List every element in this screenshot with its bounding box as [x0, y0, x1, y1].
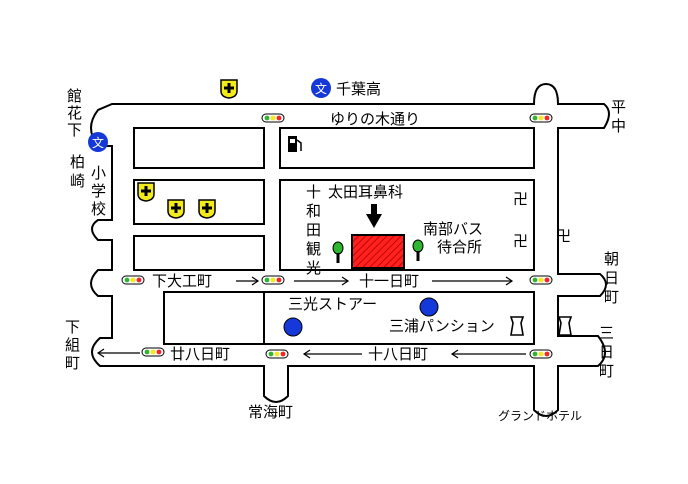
tree-icon: [332, 241, 344, 263]
svg-text:館: 館: [67, 87, 82, 105]
label-asahi-machi: 朝 日 町: [604, 250, 619, 306]
temple-icon: 卍: [513, 190, 528, 208]
label-nijuhachi-street: 廿八日町: [170, 345, 230, 363]
tree-icon: [412, 239, 424, 261]
svg-text:十: 十: [306, 183, 321, 201]
label-tsunemi-machi: 常海町: [248, 403, 293, 421]
gas-station-icon: [288, 136, 302, 152]
traffic-light-icon: [141, 347, 165, 357]
destination-arrow-icon: [366, 204, 382, 228]
arrow-right-icon: [432, 276, 514, 286]
label-waiting-room: 待合所: [437, 238, 482, 256]
traffic-light-icon: [529, 275, 553, 285]
label-sanko-store: 三光ストアー: [288, 295, 377, 313]
arrow-right-icon: [236, 276, 260, 286]
label-clinic: 太田耳鼻科: [328, 183, 403, 201]
pharmacy-icon: [220, 79, 238, 99]
inn-icon: [509, 316, 525, 336]
traffic-light-icon: [265, 349, 289, 359]
pharmacy-icon: [167, 199, 185, 219]
school-marker-chiba: 文: [311, 78, 331, 98]
svg-text:光: 光: [306, 259, 321, 277]
school-icon: [88, 132, 108, 152]
svg-text:花: 花: [67, 104, 82, 122]
road-yurinoki: [90, 82, 610, 417]
label-shimodaiku-street: 下大工町: [152, 272, 212, 290]
traffic-light-icon: [529, 349, 553, 359]
school-marker-kashiwazaki: 文: [88, 132, 108, 152]
label-yurinoki-street: ゆりの木通り: [330, 110, 420, 128]
svg-text:平: 平: [611, 98, 626, 116]
school-symbol: 文: [92, 135, 104, 150]
block-a1: [133, 127, 265, 169]
svg-text:崎: 崎: [70, 172, 85, 190]
block-a3: [133, 235, 265, 271]
destination-building: [351, 234, 405, 269]
block-a2: [133, 179, 265, 225]
svg-text:下: 下: [65, 318, 80, 336]
label-kanhana-shita: 館 花 下: [67, 87, 82, 139]
label-mikka-machi: 三 日 町: [599, 324, 614, 380]
svg-text:日: 日: [599, 343, 614, 361]
svg-text:朝: 朝: [604, 250, 619, 268]
arrow-left-icon: [96, 348, 140, 358]
label-kashiwazaki: 柏 崎: [70, 153, 85, 190]
traffic-light-icon: [261, 113, 285, 123]
label-grand-hotel: グランドホテル: [498, 409, 582, 423]
label-towada-kanko: 十 和 田 観 光: [306, 183, 321, 277]
label-miura-pension: 三浦パンション: [389, 317, 495, 335]
inn-icon: [557, 316, 573, 336]
one-way-arrows: [96, 276, 526, 359]
svg-text:和: 和: [306, 202, 321, 220]
traffic-light-icon: [121, 275, 145, 285]
label-juhachi-street: 十八日町: [368, 345, 428, 363]
traffic-lights: [121, 113, 553, 359]
label-nanbu-bus: 南部バス: [423, 220, 483, 238]
traffic-light-icon: [529, 113, 553, 123]
label-hira-naka: 平 中: [611, 98, 626, 135]
block-c1: [163, 291, 265, 345]
svg-text:校: 校: [91, 200, 106, 218]
temple-icon: 卍: [556, 227, 571, 245]
label-elementary-school: 小 学 校: [91, 164, 106, 218]
pharmacies: [137, 79, 238, 219]
bank-icon: [283, 317, 303, 337]
svg-text:学: 学: [91, 182, 106, 200]
road-network: [90, 82, 610, 417]
svg-text:組: 組: [65, 336, 80, 354]
svg-text:町: 町: [65, 354, 80, 372]
label-shimogumi-machi: 下 組 町: [65, 318, 80, 372]
svg-text:田: 田: [306, 221, 321, 239]
svg-text:下: 下: [67, 121, 82, 139]
svg-text:小: 小: [91, 164, 106, 182]
arrow-right-icon: [294, 276, 350, 286]
svg-text:町: 町: [599, 362, 614, 380]
svg-text:三: 三: [599, 324, 614, 342]
school-icon: [311, 78, 331, 98]
pharmacy-icon: [198, 199, 216, 219]
arrow-left-icon: [450, 349, 526, 359]
bank-icon: [419, 297, 439, 317]
label-juichi-street: 十一日町: [359, 272, 419, 290]
arrow-left-icon: [302, 349, 362, 359]
school-symbol: 文: [315, 81, 327, 96]
block-b1: [279, 127, 535, 169]
block-b2: [279, 179, 535, 271]
block-c2: [263, 291, 535, 345]
svg-text:町: 町: [604, 288, 619, 306]
svg-text:中: 中: [611, 117, 626, 135]
traffic-light-icon: [261, 275, 285, 285]
svg-text:日: 日: [604, 269, 619, 287]
svg-text:観: 観: [306, 240, 321, 258]
pharmacy-icon: [137, 182, 155, 202]
svg-text:柏: 柏: [70, 153, 85, 171]
label-chiba-high: 千葉高: [336, 80, 381, 98]
temple-icon: 卍: [513, 232, 528, 250]
